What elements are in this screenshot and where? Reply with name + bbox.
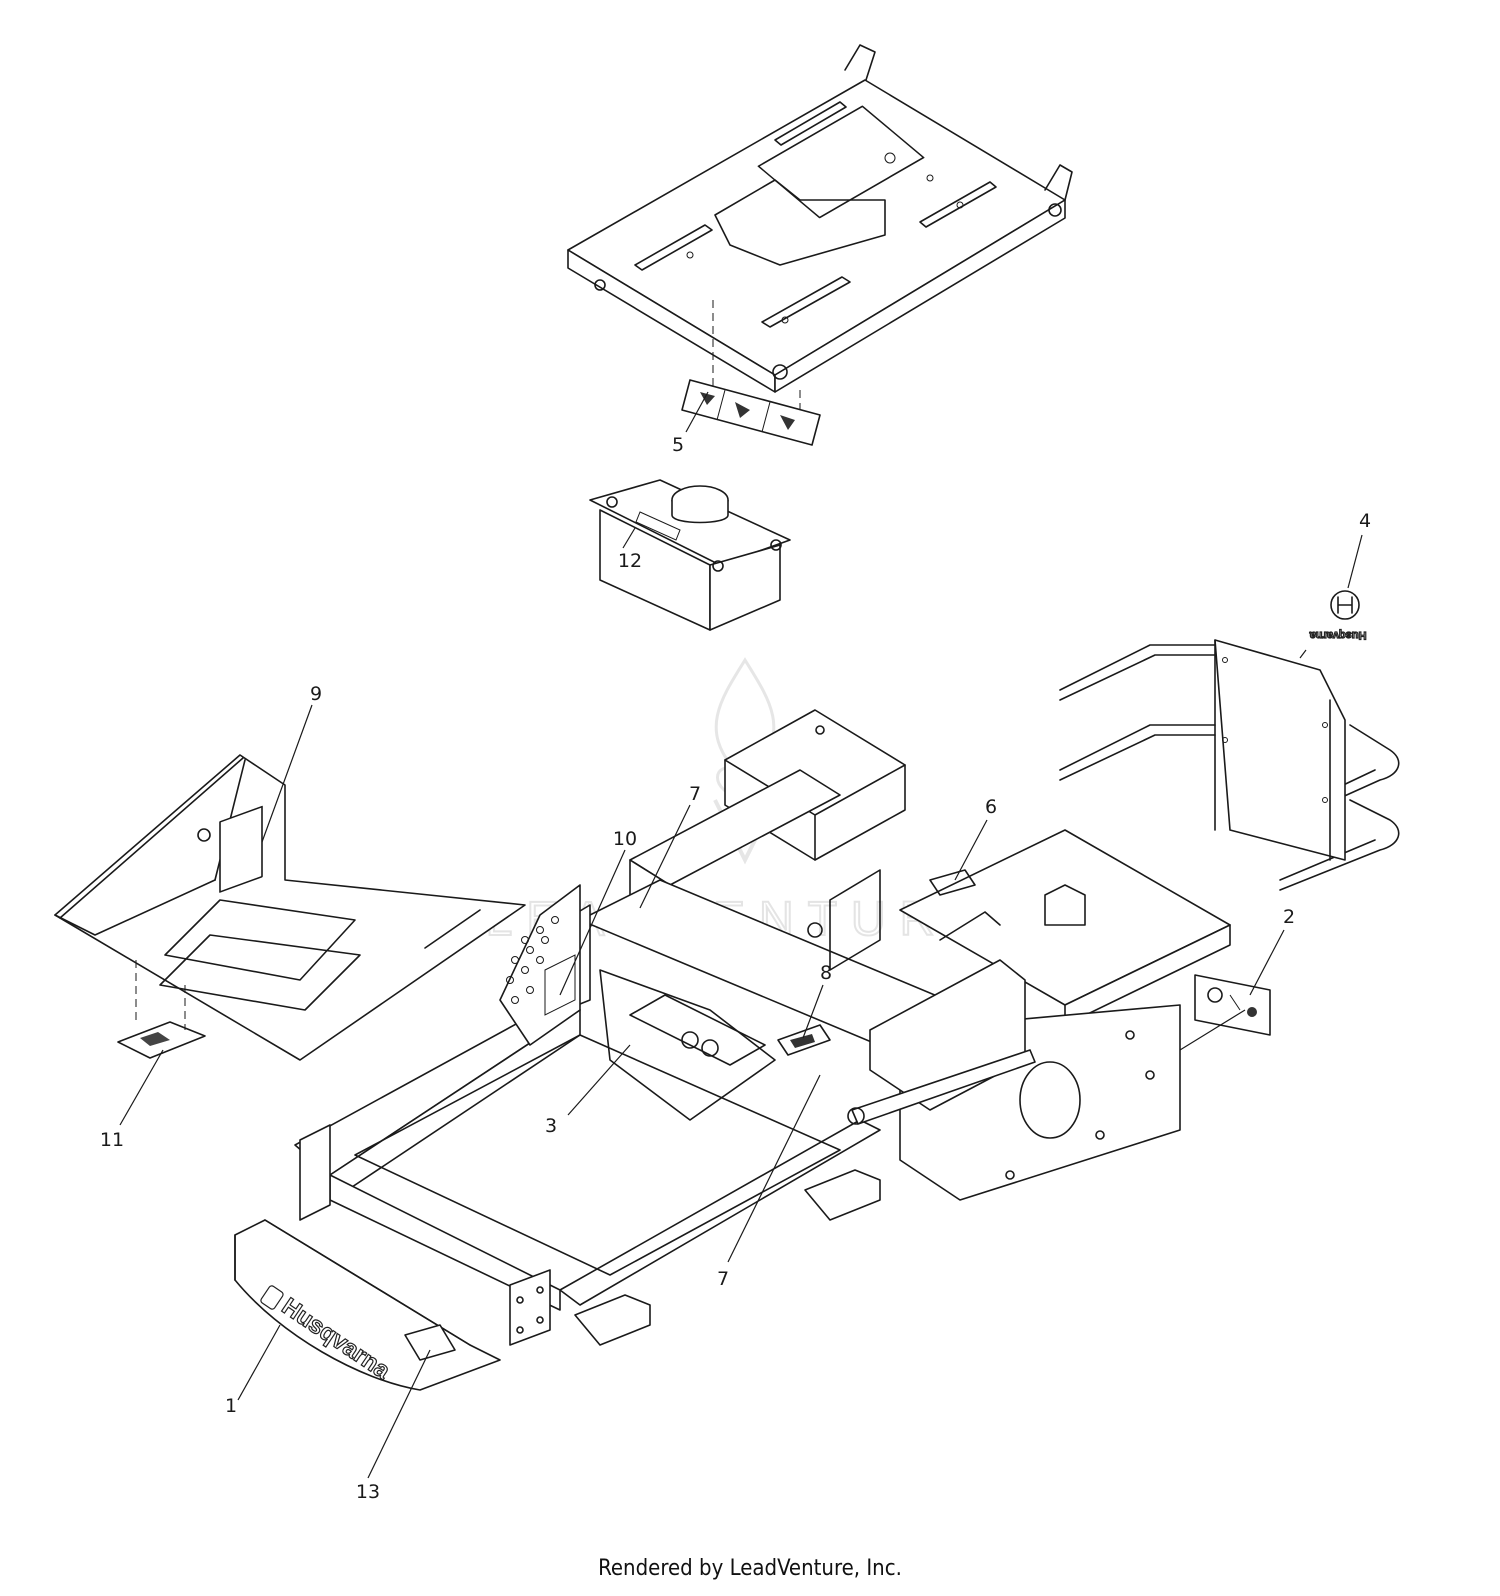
decal-small [117,960,206,1059]
decal-side [1194,974,1271,1036]
callout-2: 2 [1283,906,1295,928]
seat-mount-plate [567,44,1073,425]
callout-7-upper: 7 [689,783,701,805]
callout-8: 8 [820,962,832,984]
callout-1: 1 [225,1395,237,1417]
callout-3: 3 [545,1115,557,1137]
foot-plate [54,754,526,1061]
callout-10: 10 [613,828,637,850]
callout-13: 13 [356,1481,380,1503]
callout-5: 5 [672,434,684,456]
main-frame [294,709,1231,1346]
decal-strip [681,379,821,446]
callout-7-lower: 7 [717,1268,729,1290]
callout-4: 4 [1359,510,1371,532]
leader-lines [119,391,1363,1479]
decal-tag [777,1024,831,1056]
rollover-handle [1059,639,1400,891]
callout-11: 11 [100,1129,124,1151]
decal-plain [929,869,976,896]
callout-9: 9 [310,683,322,705]
height-lever-plate [499,884,581,1046]
callout-12: 12 [618,550,642,572]
footer-credit: Rendered by LeadVenture, Inc. [598,1556,902,1581]
callout-labels: 1 2 3 4 5 6 7 7 8 9 10 11 12 13 [100,434,1371,1503]
brand-logo-decal: Husqvarna [1308,590,1367,642]
callout-6: 6 [985,796,997,818]
logo-brand-text: Husqvarna [1309,629,1367,641]
